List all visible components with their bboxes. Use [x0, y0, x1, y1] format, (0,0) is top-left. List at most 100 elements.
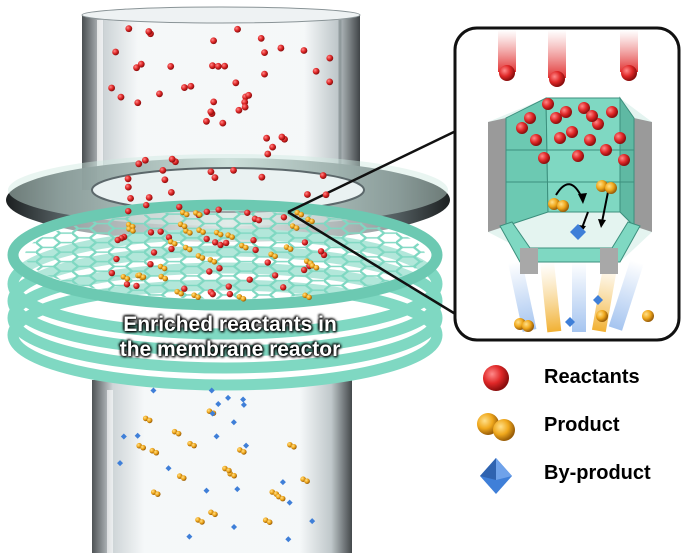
reactant-particle	[326, 54, 334, 62]
reactant-particle	[187, 82, 195, 90]
reactant-particle	[147, 260, 154, 268]
reactant-particle	[235, 106, 243, 114]
reactant-particle	[150, 249, 158, 256]
blue-octahedron-icon	[480, 458, 512, 494]
reactant-particle	[203, 208, 211, 215]
reactant-particle	[206, 268, 213, 275]
reactant-particle	[125, 25, 133, 33]
byproduct-particle	[209, 410, 216, 417]
reactant-particle	[241, 103, 249, 111]
byproduct-particle	[230, 419, 237, 426]
reactant-particle	[141, 156, 149, 164]
product-particle	[171, 240, 178, 247]
reactant-particle	[145, 194, 153, 201]
legend-label-byproduct: By-product	[544, 462, 651, 484]
product-particle	[272, 253, 278, 260]
reactant-particle	[245, 91, 253, 99]
reactant-particle	[209, 62, 216, 70]
product-particle	[291, 443, 297, 450]
reactant-particle	[168, 155, 176, 163]
reactant-particle	[211, 239, 219, 246]
product-particle	[596, 310, 608, 322]
byproduct-particle	[117, 460, 124, 467]
membrane-reactor-label: Enriched reactants in the membrane react…	[70, 312, 390, 362]
byproduct-particle	[203, 487, 210, 494]
byproduct-particle	[285, 536, 292, 543]
reactant-particle	[252, 246, 259, 254]
byproduct-particle	[215, 400, 222, 407]
byproduct-particle	[240, 401, 247, 408]
reactant-particle	[550, 112, 562, 124]
reactant-particle	[215, 206, 222, 213]
product-particle	[243, 244, 249, 251]
reactant-particle	[566, 126, 578, 138]
zoom-connector-lines	[287, 128, 463, 320]
lower-tube	[92, 380, 352, 553]
reactant-particle	[156, 90, 163, 98]
reactant-particle	[258, 173, 266, 181]
reactant-particle	[124, 183, 132, 191]
product-particle	[226, 467, 232, 474]
reactant-particle	[618, 154, 630, 166]
reactant-particle	[176, 203, 183, 211]
byproduct-particle	[134, 432, 141, 439]
reactant-particle	[234, 25, 241, 33]
reactant-particle	[246, 276, 253, 283]
product-particle	[306, 294, 312, 301]
legend-item-reactants: Reactants	[472, 360, 682, 400]
reactant-particle	[157, 228, 164, 235]
reactant-particle	[133, 64, 140, 72]
product-particle	[140, 444, 146, 451]
byproduct-particle	[286, 499, 293, 506]
reactant-particle	[600, 144, 612, 156]
reactant-particle	[530, 134, 542, 146]
reactant-particle	[113, 255, 120, 263]
product-particle	[231, 472, 237, 479]
reactant-particle	[255, 216, 263, 224]
reactant-particle	[241, 98, 249, 106]
reactant-particle	[209, 290, 216, 298]
reactant-particle	[516, 122, 528, 134]
legend-item-product: Product	[472, 408, 682, 448]
reactant-particle	[280, 214, 288, 221]
reactant-particle	[230, 166, 237, 174]
byproduct-particle	[225, 394, 232, 401]
product-particle	[605, 182, 617, 194]
reactant-particle	[326, 78, 334, 86]
reactant-particle	[203, 235, 210, 243]
product-particle	[298, 211, 305, 218]
reactant-particle	[300, 266, 308, 274]
product-particle	[304, 478, 310, 484]
product-particle	[199, 255, 206, 261]
reactant-particle	[181, 285, 188, 292]
product-particle	[183, 211, 190, 218]
reactant-particle	[244, 209, 251, 216]
reactant-particle	[524, 112, 536, 124]
product-particle	[146, 417, 153, 424]
byproduct-particle	[234, 486, 241, 493]
product-particle	[180, 475, 187, 481]
product-particle	[293, 225, 300, 231]
byproduct-particle	[213, 433, 220, 440]
reactant-particle	[167, 188, 175, 196]
product-particle	[313, 264, 320, 271]
product-particle	[279, 495, 286, 502]
reactant-particle	[304, 191, 311, 198]
product-particle	[162, 275, 169, 282]
byproduct-particle	[243, 442, 250, 449]
reactant-particle	[300, 47, 308, 54]
reactant-particle	[621, 65, 637, 81]
reactant-particle	[278, 133, 286, 141]
reactant-particle	[322, 191, 330, 199]
reactant-particle	[269, 143, 277, 151]
reactant-particle	[257, 35, 265, 42]
product-particle	[200, 229, 206, 235]
product-particle	[211, 259, 218, 265]
product-particle	[191, 442, 197, 449]
membrane-reactor-label-line2: the membrane reactor	[119, 338, 341, 361]
product-particle	[186, 246, 193, 253]
reactant-particle	[221, 62, 229, 70]
reactant-particle	[134, 99, 142, 107]
byproduct-particle	[279, 479, 286, 486]
